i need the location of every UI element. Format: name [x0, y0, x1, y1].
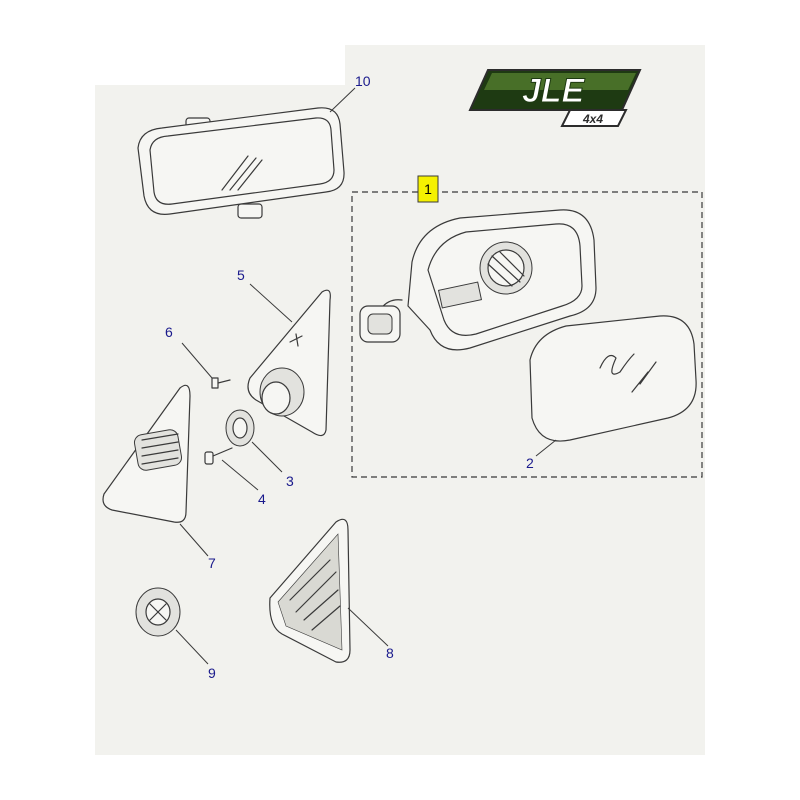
mirror-trim-cover [102, 384, 191, 523]
logo-brand: JLE [522, 72, 586, 110]
callout-5: 5 [237, 267, 245, 283]
callout-10: 10 [355, 73, 371, 89]
exterior-mirror-assembly [359, 209, 597, 351]
callout-8: 8 [386, 645, 394, 661]
mirror-trim-inner [269, 518, 351, 663]
interior-mirror [137, 107, 345, 219]
leader-10 [329, 87, 356, 113]
callout-2: 2 [526, 455, 534, 471]
callout-6: 6 [165, 324, 173, 340]
background-notch [95, 45, 345, 85]
leader-5 [249, 283, 293, 323]
callout-1-highlight [417, 175, 439, 203]
callout-4: 4 [258, 491, 266, 507]
leader-3 [251, 441, 283, 473]
logo-sub: 4x4 [582, 112, 603, 126]
leader-8 [347, 607, 389, 647]
callout-7: 7 [208, 555, 216, 571]
screw-4 [204, 447, 233, 465]
screw-6 [211, 377, 231, 389]
leader-6 [181, 342, 213, 379]
callout-1: 1 [424, 181, 432, 197]
callout-3: 3 [286, 473, 294, 489]
leader-2 [535, 439, 557, 457]
speaker-grille [135, 587, 181, 637]
leader-4 [221, 459, 259, 491]
callout-9: 9 [208, 665, 216, 681]
trim-cover-grille [133, 429, 183, 471]
mirror-mounting-bracket [247, 289, 331, 437]
mirror-adjuster-ring [225, 409, 255, 447]
jle-4x4-logo: JLE 4x4 [468, 69, 642, 127]
mirror-glass [529, 315, 697, 442]
assembly-dashed-box [351, 191, 703, 478]
leader-7 [179, 523, 209, 557]
leader-9 [175, 629, 209, 665]
